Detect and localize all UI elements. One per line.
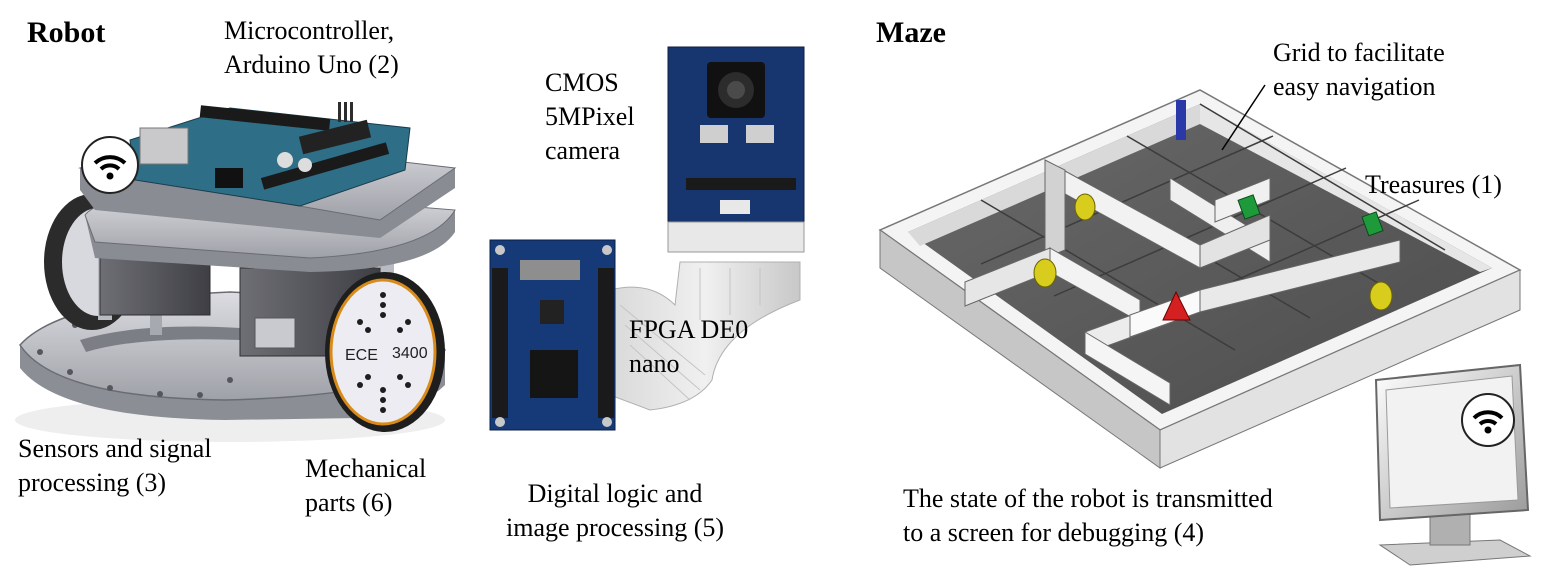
robot-illustration: ECE 3400 [15, 102, 457, 442]
mechanical-label: Mechanical parts (6) [305, 454, 427, 517]
wifi-icon [1461, 393, 1515, 447]
ribbon-lines [619, 268, 761, 401]
grid-pointer-line [1221, 84, 1266, 151]
treasure-yellow [1369, 281, 1393, 311]
monitor-illustration [1374, 363, 1532, 566]
treasure-green [1237, 194, 1261, 220]
maze-illustration [878, 89, 1522, 469]
wheel-dots [357, 292, 411, 413]
wheel-text-left: ECE [345, 347, 378, 364]
treasure-green [1361, 211, 1384, 237]
ribbon-cable [609, 261, 801, 411]
robot-title: Robot [27, 16, 106, 49]
camera-board [667, 46, 805, 253]
maze-title: Maze [876, 16, 946, 49]
wifi-icon [81, 136, 139, 194]
fpga-label: FPGA DE0 nano [629, 315, 749, 378]
wheel-text-right: 3400 [392, 345, 428, 362]
treasure-yellow [1033, 258, 1057, 288]
robot-marker [1162, 290, 1191, 321]
treasure-yellow [1074, 193, 1096, 221]
grid-label: Grid to facilitate easy navigation [1273, 38, 1445, 101]
sensors-label: Sensors and signal processing (3) [18, 434, 212, 497]
fpga-board [489, 239, 616, 431]
screen-label: The state of the robot is transmitted to… [903, 484, 1273, 547]
camera-label: CMOS 5MPixel camera [545, 68, 635, 165]
digital-logic-label: Digital logic and image processing (5) [506, 479, 725, 542]
microcontroller-label: Microcontroller, Arduino Uno (2) [224, 16, 399, 79]
treasures-label: Treasures (1) [1365, 170, 1502, 199]
blue-wall-marker [1176, 100, 1186, 140]
